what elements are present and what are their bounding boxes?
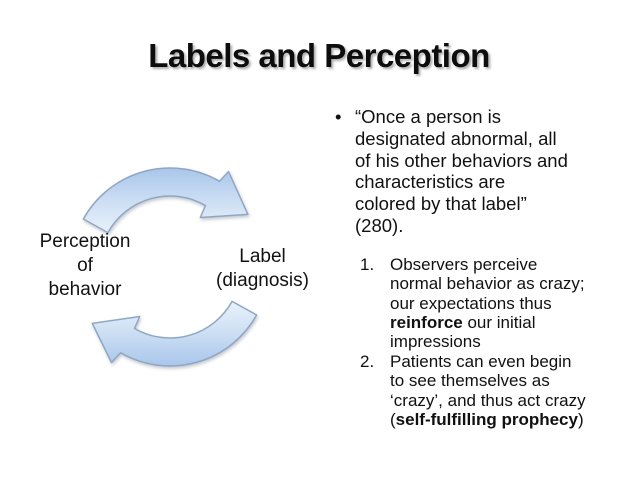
list-item-text-pre: Patients can even begin to see themselve… [390,351,586,430]
list-item-text: Patients can even begin to see themselve… [390,352,636,430]
slide-title: Labels and Perception [148,37,490,74]
list-item: 2. Patients can even begin to see themse… [360,352,636,430]
list-item-text-post: our initial impressions [390,313,536,352]
list-item-number: 2. [360,351,375,371]
list-item-text-bold: reinforce [390,313,463,332]
cycle-diagram [82,167,258,367]
numbered-list: 1. Observers perceive normal behavior as… [330,255,636,430]
list-item-text-pre: Observers perceive normal behavior as cr… [390,254,585,313]
cycle-arrow-top-icon [82,167,249,234]
list-item-text-bold: self-fulfilling prophecy [395,410,578,430]
content-block: • “Once a person is designated abnormal,… [330,106,636,429]
quote-text: “Once a person is designated abnormal, a… [355,106,568,236]
list-item-text: Observers perceive normal behavior as cr… [390,255,636,352]
cycle-arrow-bottom-icon [91,300,258,367]
cycle-label-label-diagnosis: Label (diagnosis) [216,246,309,291]
quote-bullet-row: • “Once a person is designated abnormal,… [330,106,636,237]
list-item-number: 1. [360,254,375,274]
bullet-icon: • [335,106,342,127]
list-item-text-post: ) [577,410,584,430]
list-item: 1. Observers perceive normal behavior as… [360,255,636,352]
cycle-label-perception-of-behavior: Perception of behavior [39,231,131,300]
